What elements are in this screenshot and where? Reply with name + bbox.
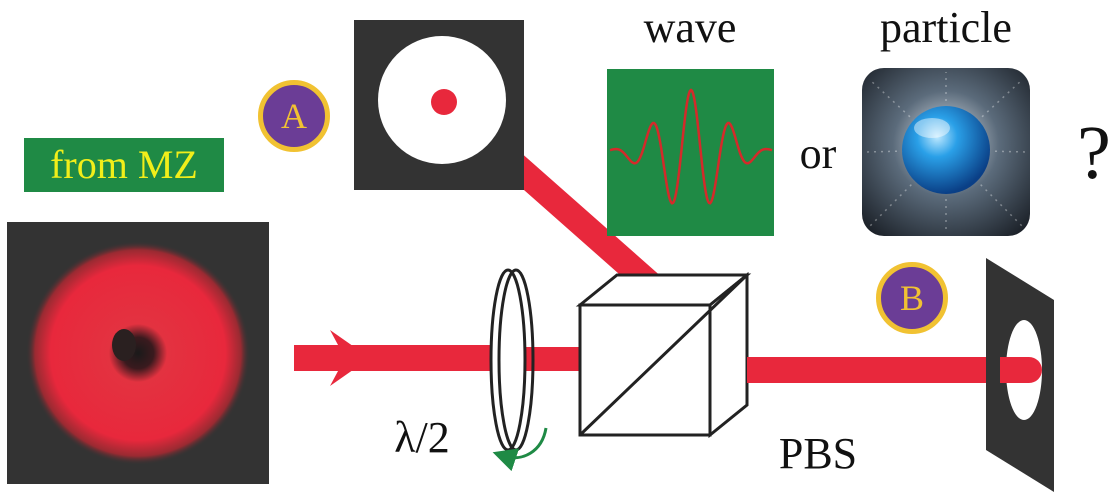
rotation-arrow-icon [492,427,548,472]
badge-b: B [876,262,948,334]
screen-b [986,258,1054,492]
particle-label: particle [880,3,1012,52]
particle-icon [862,68,1030,236]
badge-a: A [258,80,330,152]
pbs-label: PBS [779,429,857,478]
pbs-cube [575,271,752,439]
source-label: from MZ [24,138,224,192]
donut-beam-image [7,222,269,484]
waveplate-label: λ/2 [394,413,450,462]
wave-label: wave [644,3,737,52]
input-beam [294,330,508,386]
wave-icon [607,69,774,236]
screen-a [354,20,524,190]
or-label: or [800,129,837,178]
question-mark: ? [1077,111,1111,195]
